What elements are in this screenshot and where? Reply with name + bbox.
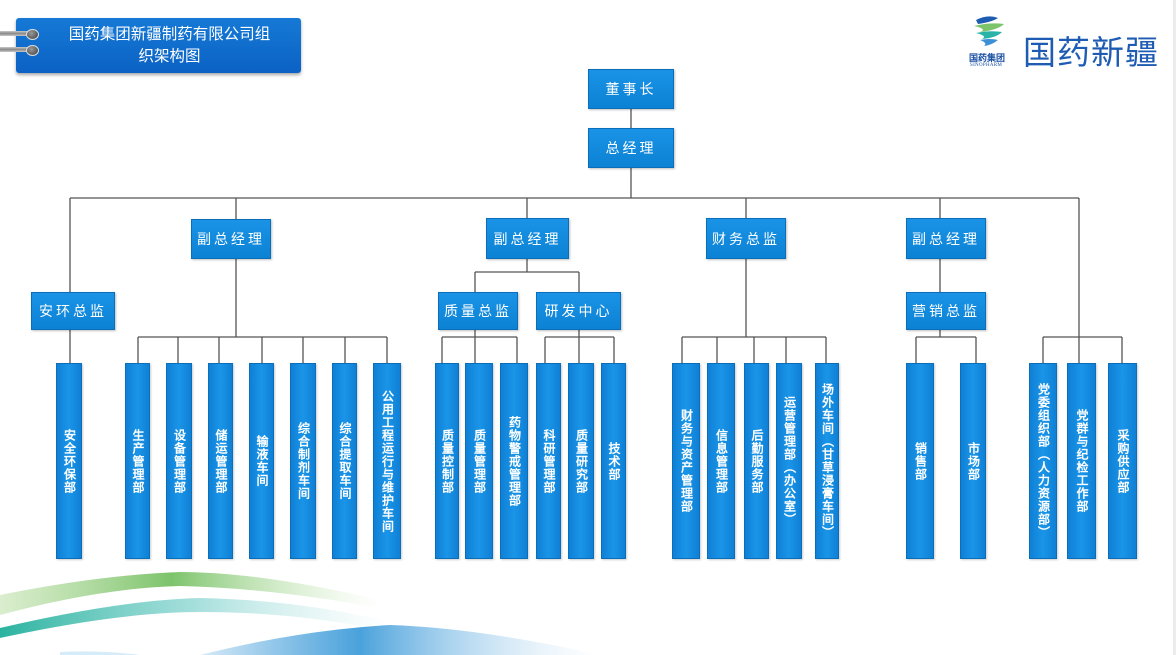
leaf-department[interactable]: 销售部 xyxy=(906,363,934,559)
leaf-department[interactable]: 信息管理部 xyxy=(707,363,735,559)
node-marketing-director[interactable]: 营销总监 xyxy=(906,292,986,330)
title-line-2: 织架构图 xyxy=(138,47,201,65)
leaf-department[interactable]: 党委组织部（人力资源部） xyxy=(1029,363,1057,559)
sinopharm-logo: 国药集团 SINOPHARM 国药新疆 xyxy=(968,14,1168,72)
node-chairman[interactable]: 董事长 xyxy=(588,69,674,109)
leaf-department[interactable]: 场外车间（甘草浸膏车间） xyxy=(815,363,839,559)
leaf-department[interactable]: 综合制剂车间 xyxy=(290,363,316,559)
leaf-department[interactable]: 安全环保部 xyxy=(56,363,82,559)
node-quality-director[interactable]: 质量总监 xyxy=(438,292,518,330)
sinopharm-mark-icon xyxy=(974,16,1004,46)
decorative-waves xyxy=(0,572,600,655)
node-deputy-gm-quality-rd[interactable]: 副总经理 xyxy=(486,218,569,259)
leaf-department[interactable]: 党群与纪检工作部 xyxy=(1067,363,1096,559)
leaf-department[interactable]: 输液车间 xyxy=(249,363,274,559)
node-deputy-gm-marketing[interactable]: 副总经理 xyxy=(906,218,986,259)
node-general-manager[interactable]: 总经理 xyxy=(588,128,674,168)
node-safety-env-director[interactable]: 安环总监 xyxy=(31,292,115,330)
title-banner: 国药集团新疆制药有限公司组 织架构图 xyxy=(16,18,301,73)
leaf-department[interactable]: 储运管理部 xyxy=(208,363,233,559)
node-finance-director[interactable]: 财务总监 xyxy=(706,218,786,259)
binder-ring-icon xyxy=(0,29,40,40)
leaf-department[interactable]: 运营管理部（办公室） xyxy=(776,363,802,559)
leaf-department[interactable]: 后勤服务部 xyxy=(744,363,769,559)
logo-group-name: 国药集团 xyxy=(969,54,1006,64)
leaf-department[interactable]: 科研管理部 xyxy=(536,363,561,559)
node-rd-center[interactable]: 研发中心 xyxy=(536,292,621,330)
logo-company-name: 国药新疆 xyxy=(1023,33,1159,72)
leaf-department[interactable]: 技术部 xyxy=(601,363,626,559)
binder-ring-icon xyxy=(0,45,40,56)
leaf-department[interactable]: 市场部 xyxy=(960,363,986,559)
leaf-department[interactable]: 生产管理部 xyxy=(125,363,150,559)
logo-english: SINOPHARM xyxy=(970,63,1003,68)
leaf-department[interactable]: 采购供应部 xyxy=(1108,363,1137,559)
leaf-department[interactable]: 质量研究部 xyxy=(568,363,594,559)
page-edge xyxy=(1173,0,1176,655)
leaf-department[interactable]: 财务与资产管理部 xyxy=(672,363,700,559)
title-line-1: 国药集团新疆制药有限公司组 xyxy=(68,25,271,43)
leaf-department[interactable]: 设备管理部 xyxy=(166,363,192,559)
leaf-department[interactable]: 质量管理部 xyxy=(465,363,493,559)
leaf-department[interactable]: 药物警戒管理部 xyxy=(500,363,528,559)
node-deputy-gm-production[interactable]: 副总经理 xyxy=(191,219,271,259)
leaf-department[interactable]: 综合提取车间 xyxy=(332,363,357,559)
leaf-department[interactable]: 质量控制部 xyxy=(435,363,459,559)
leaf-department[interactable]: 公用工程运行与维护车间 xyxy=(373,363,401,559)
